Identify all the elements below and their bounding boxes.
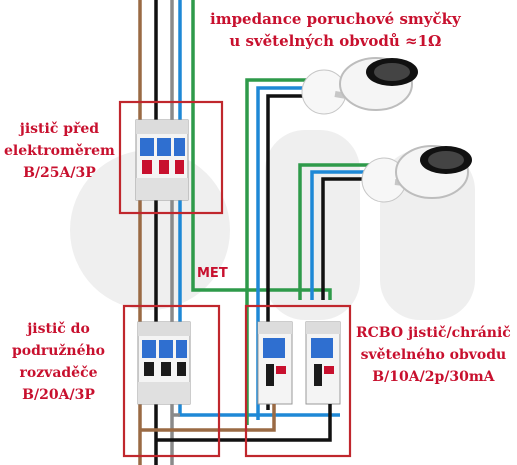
rcbo-line-2: světelného obvodu (360, 347, 507, 363)
met-label: MET (197, 266, 228, 281)
sub-breaker-line-4: B/20A/3P (22, 387, 95, 403)
sub-breaker-box (122, 304, 221, 458)
wall-spotlight-icon (301, 57, 418, 115)
sub-breaker-line-3: rozvaděče (19, 365, 98, 381)
rcbo-line-3: B/10A/2p/30mA (372, 369, 495, 385)
wire-pe-green (191, 0, 332, 300)
main-breaker-label: jistič před elektroměrem B/25A/3P (4, 118, 115, 184)
main-breaker-line-2: elektroměrem (4, 143, 115, 159)
sub-breaker-line-2: podružného (12, 343, 106, 359)
main-breaker-box (118, 100, 224, 215)
rcbo-box (244, 304, 352, 458)
title-line-1: impedance poruchové smyčky (210, 10, 461, 28)
rcbo-breaker-icon (257, 321, 293, 405)
three-pole-breaker-icon-sub (137, 321, 191, 405)
rcbo-label: RCBO jistič/chránič světelného obvodu B/… (356, 322, 511, 388)
rcbo-line-1: RCBO jistič/chránič (356, 325, 511, 341)
rcbo-feed-wires (140, 404, 332, 442)
rcbo-breaker-icon-2 (305, 321, 341, 405)
three-pole-breaker-icon (135, 119, 189, 201)
wall-spotlight-icon-2 (361, 145, 472, 203)
main-breaker-line-1: jistič před (19, 121, 100, 137)
sub-breaker-line-1: jistič do (27, 321, 90, 337)
title-line-2: u světelných obvodů ≈1Ω (229, 32, 442, 50)
main-breaker-line-3: B/25A/3P (23, 165, 96, 181)
highlight-boxes (118, 100, 352, 458)
title-label: impedance poruchové smyčky u světelných … (210, 8, 461, 52)
sub-breaker-label: jistič do podružného rozvaděče B/20A/3P (12, 318, 105, 406)
